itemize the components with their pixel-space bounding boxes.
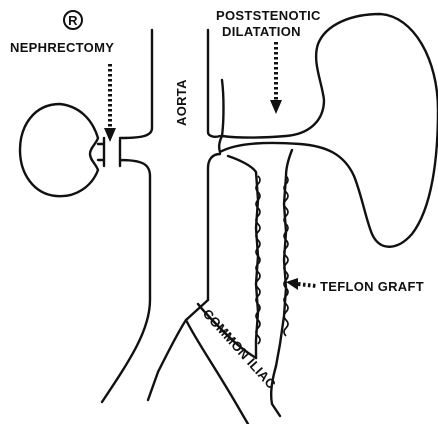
- poststenotic-arrowhead: [270, 100, 282, 114]
- teflon-arrowhead: [286, 278, 298, 290]
- poststenotic-label-line2: DILATATION: [222, 24, 301, 39]
- teflon-graft-label: TEFLON GRAFT: [320, 279, 424, 294]
- aorta-right-wall: [208, 30, 220, 300]
- aorta-label: AORTA: [174, 79, 189, 126]
- right-kidney: [20, 104, 98, 196]
- common-iliac-right-wall: [148, 320, 186, 400]
- graft-left-wall: [228, 156, 258, 358]
- left-kidney: [219, 14, 438, 247]
- r-marker-text: R: [68, 13, 78, 28]
- poststenotic-label-line1: POSTSTENOTIC: [216, 8, 321, 23]
- right-renal-stump: [98, 138, 104, 166]
- poststenotic-dilatation: [222, 80, 224, 136]
- common-iliac-label: COMMON ILIAC: [200, 306, 279, 392]
- teflon-arrow-line: [298, 284, 316, 286]
- nephrectomy-arrowhead: [104, 128, 116, 142]
- nephrectomy-label: NEPHRECTOMY: [10, 40, 114, 55]
